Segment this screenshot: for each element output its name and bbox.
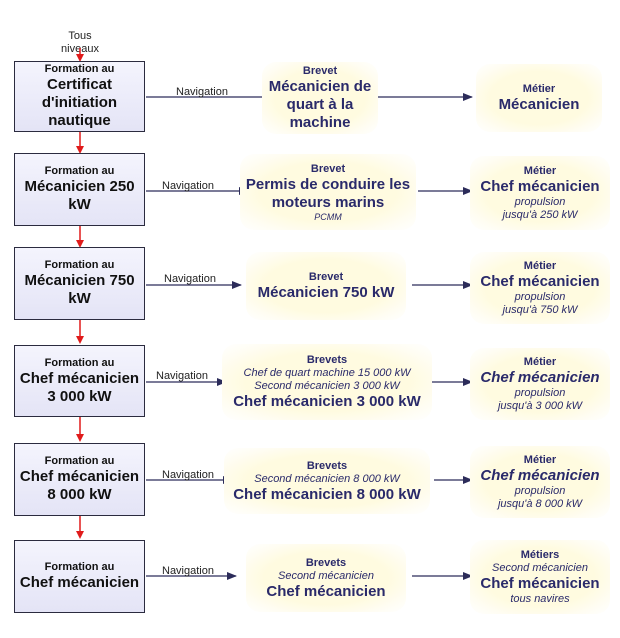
formation-box-6: Formation au Chef mécanicien: [14, 540, 145, 613]
metier-note: propulsion: [514, 485, 566, 497]
formation-name: Certificat d'initiation nautique: [41, 76, 118, 129]
brevet-ellipse-5: Brevets Second mécanicien 8 000 kW Chef …: [224, 448, 430, 514]
brevet-title: Chef mécanicien: [266, 582, 386, 600]
brevet-ellipse-3: Brevet Mécanicien 750 kW: [246, 252, 406, 320]
formation-box-5: Formation au Chef mécanicien 8 000 kW: [14, 443, 145, 516]
metier-note: propulsion: [514, 291, 566, 303]
brevet-heading: Brevet: [310, 162, 346, 175]
brevet-heading: Brevet: [302, 65, 338, 77]
formation-name: Mécanicien 250 kW: [24, 178, 135, 213]
metier-ellipse-1: Métier Mécanicien: [476, 64, 602, 132]
metier-note: tous navires: [510, 593, 570, 605]
brevet-title: Mécanicien de quart à la machine: [268, 78, 372, 131]
brevet-title: Chef mécanicien 8 000 kW: [233, 485, 421, 503]
formation-prefix: Formation au: [44, 259, 115, 271]
brevet-secondary: Second mécanicien: [277, 569, 374, 582]
metier-title: Chef mécanicien: [480, 178, 600, 195]
metier-heading: Métiers: [520, 549, 560, 561]
formation-prefix: Formation au: [44, 63, 115, 75]
metier-title: Chef mécanicien: [480, 273, 600, 290]
formation-name: Chef mécanicien: [19, 574, 140, 591]
metier-note: propulsion: [514, 387, 566, 399]
metier-ellipse-6: Métiers Second mécanicien Chef mécanicie…: [470, 540, 610, 614]
metier-heading: Métier: [522, 83, 556, 95]
metier-ellipse-5: Métier Chef mécanicien propulsion jusqu'…: [470, 446, 610, 518]
formation-box-3: Formation au Mécanicien 750 kW: [14, 247, 145, 320]
brevet-secondary: Second mécanicien 3 000 kW: [254, 380, 400, 392]
metier-heading: Métier: [523, 454, 557, 466]
metier-secondary: Second mécanicien: [491, 562, 588, 574]
nav-label-1: Navigation: [176, 86, 228, 98]
metier-note: jusqu'à 750 kW: [502, 304, 578, 316]
metier-ellipse-2: Métier Chef mécanicien propulsion jusqu'…: [470, 156, 610, 230]
metier-heading: Métier: [523, 165, 557, 177]
formation-prefix: Formation au: [44, 165, 115, 177]
formation-prefix: Formation au: [44, 455, 115, 467]
brevet-heading: Brevets: [306, 459, 348, 472]
metier-note: jusqu'à 8 000 kW: [497, 498, 583, 510]
formation-box-4: Formation au Chef mécanicien 3 000 kW: [14, 345, 145, 417]
nav-label-2: Navigation: [162, 180, 214, 192]
metier-ellipse-4: Métier Chef mécanicien propulsion jusqu'…: [470, 348, 610, 420]
formation-prefix: Formation au: [44, 356, 115, 369]
metier-title: Chef mécanicien: [480, 575, 600, 592]
brevet-abbreviation: PCMM: [314, 211, 342, 222]
formation-box-1: Formation au Certificat d'initiation nau…: [14, 61, 145, 132]
metier-title: Chef mécanicien: [480, 467, 600, 484]
brevet-title: Mécanicien 750 kW: [257, 284, 395, 301]
formation-prefix: Formation au: [44, 561, 115, 573]
nav-label-3: Navigation: [164, 273, 216, 285]
metier-heading: Métier: [523, 260, 557, 272]
formation-name: Chef mécanicien 8 000 kW: [19, 468, 140, 503]
brevet-secondary: Second mécanicien 8 000 kW: [254, 472, 400, 485]
brevet-ellipse-1: Brevet Mécanicien de quart à la machine: [262, 62, 378, 134]
nav-label-5: Navigation: [162, 469, 214, 481]
formation-box-2: Formation au Mécanicien 250 kW: [14, 153, 145, 226]
brevet-ellipse-6: Brevets Second mécanicien Chef mécanicie…: [246, 544, 406, 612]
brevet-ellipse-4: Brevets Chef de quart machine 15 000 kW …: [222, 344, 432, 420]
metier-note: jusqu'à 3 000 kW: [497, 400, 583, 412]
metier-ellipse-3: Métier Chef mécanicien propulsion jusqu'…: [470, 252, 610, 324]
brevet-title: Chef mécanicien 3 000 kW: [233, 393, 421, 410]
nav-label-6: Navigation: [162, 565, 214, 577]
formation-name: Mécanicien 750 kW: [24, 272, 135, 307]
brevet-secondary: Chef de quart machine 15 000 kW: [243, 367, 411, 379]
nav-label-4: Navigation: [156, 370, 208, 382]
brevet-heading: Brevet: [308, 271, 344, 283]
formation-name: Chef mécanicien 3 000 kW: [19, 369, 140, 405]
metier-note: jusqu'à 250 kW: [502, 209, 578, 221]
brevet-heading: Brevets: [306, 354, 348, 366]
brevet-heading: Brevets: [305, 556, 347, 569]
metier-note: propulsion: [514, 196, 566, 208]
metier-heading: Métier: [523, 356, 557, 368]
brevet-ellipse-2: Brevet Permis de conduire les moteurs ma…: [240, 154, 416, 230]
metier-title: Chef mécanicien: [480, 369, 600, 386]
metier-title: Mécanicien: [498, 96, 580, 113]
brevet-title: Permis de conduire les moteurs marins: [245, 175, 411, 211]
